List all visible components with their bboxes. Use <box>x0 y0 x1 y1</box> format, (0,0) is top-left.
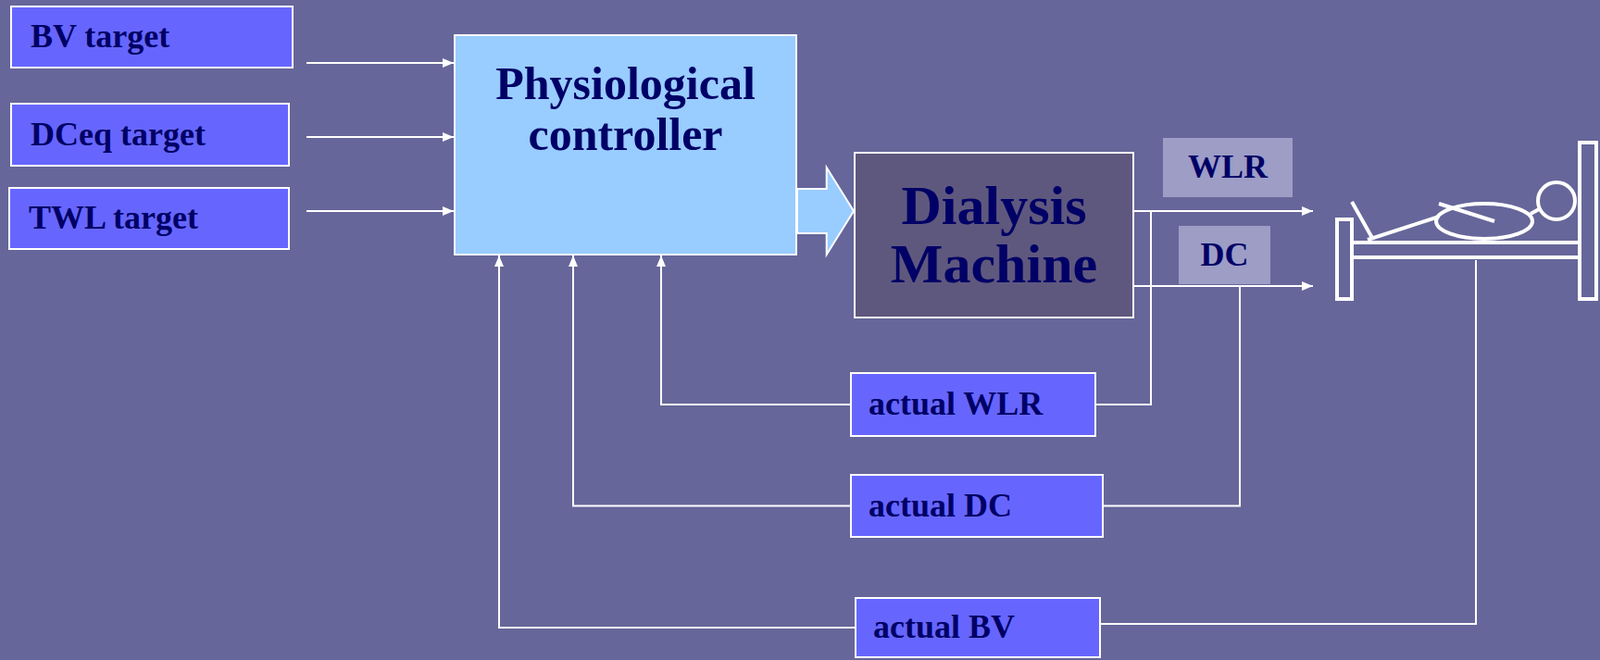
signal-connector <box>306 62 454 64</box>
node-text: actual WLR <box>868 385 1043 424</box>
wlr-flow-arrow <box>1130 210 1313 213</box>
signal-connector <box>499 255 855 628</box>
node-text: DCeq target <box>30 115 206 154</box>
feedback-box: actual WLR <box>850 372 1097 438</box>
controller-box: Physiological controller <box>453 34 798 256</box>
signal-label-box: WLR <box>1162 137 1293 198</box>
feedback-box: actual BV <box>854 597 1101 659</box>
node-text: DC <box>1200 236 1250 275</box>
node-text: actual BV <box>873 608 1015 647</box>
signal-label-box: DC <box>1178 225 1271 285</box>
node-text: WLR <box>1187 148 1268 187</box>
target-box: BV target <box>10 5 294 69</box>
signal-connector <box>1103 286 1240 507</box>
signal-connector <box>573 255 850 507</box>
target-box: TWL target <box>8 187 290 250</box>
machine-box: Dialysis Machine <box>853 151 1135 319</box>
block-arrow <box>797 167 854 255</box>
bed-with-patient <box>1337 142 1597 300</box>
signal-connector <box>306 210 454 213</box>
node-text: Physiological controller <box>470 58 781 161</box>
node-text: TWL target <box>28 199 199 238</box>
node-text: Dialysis Machine <box>866 176 1122 294</box>
signal-connector <box>306 136 454 138</box>
target-box: DCeq target <box>10 102 290 167</box>
signal-connector <box>661 255 850 405</box>
node-text: actual DC <box>868 487 1013 525</box>
bv-sensor-line <box>1100 260 1476 625</box>
feedback-box: actual DC <box>850 474 1104 538</box>
node-text: BV target <box>30 17 170 56</box>
